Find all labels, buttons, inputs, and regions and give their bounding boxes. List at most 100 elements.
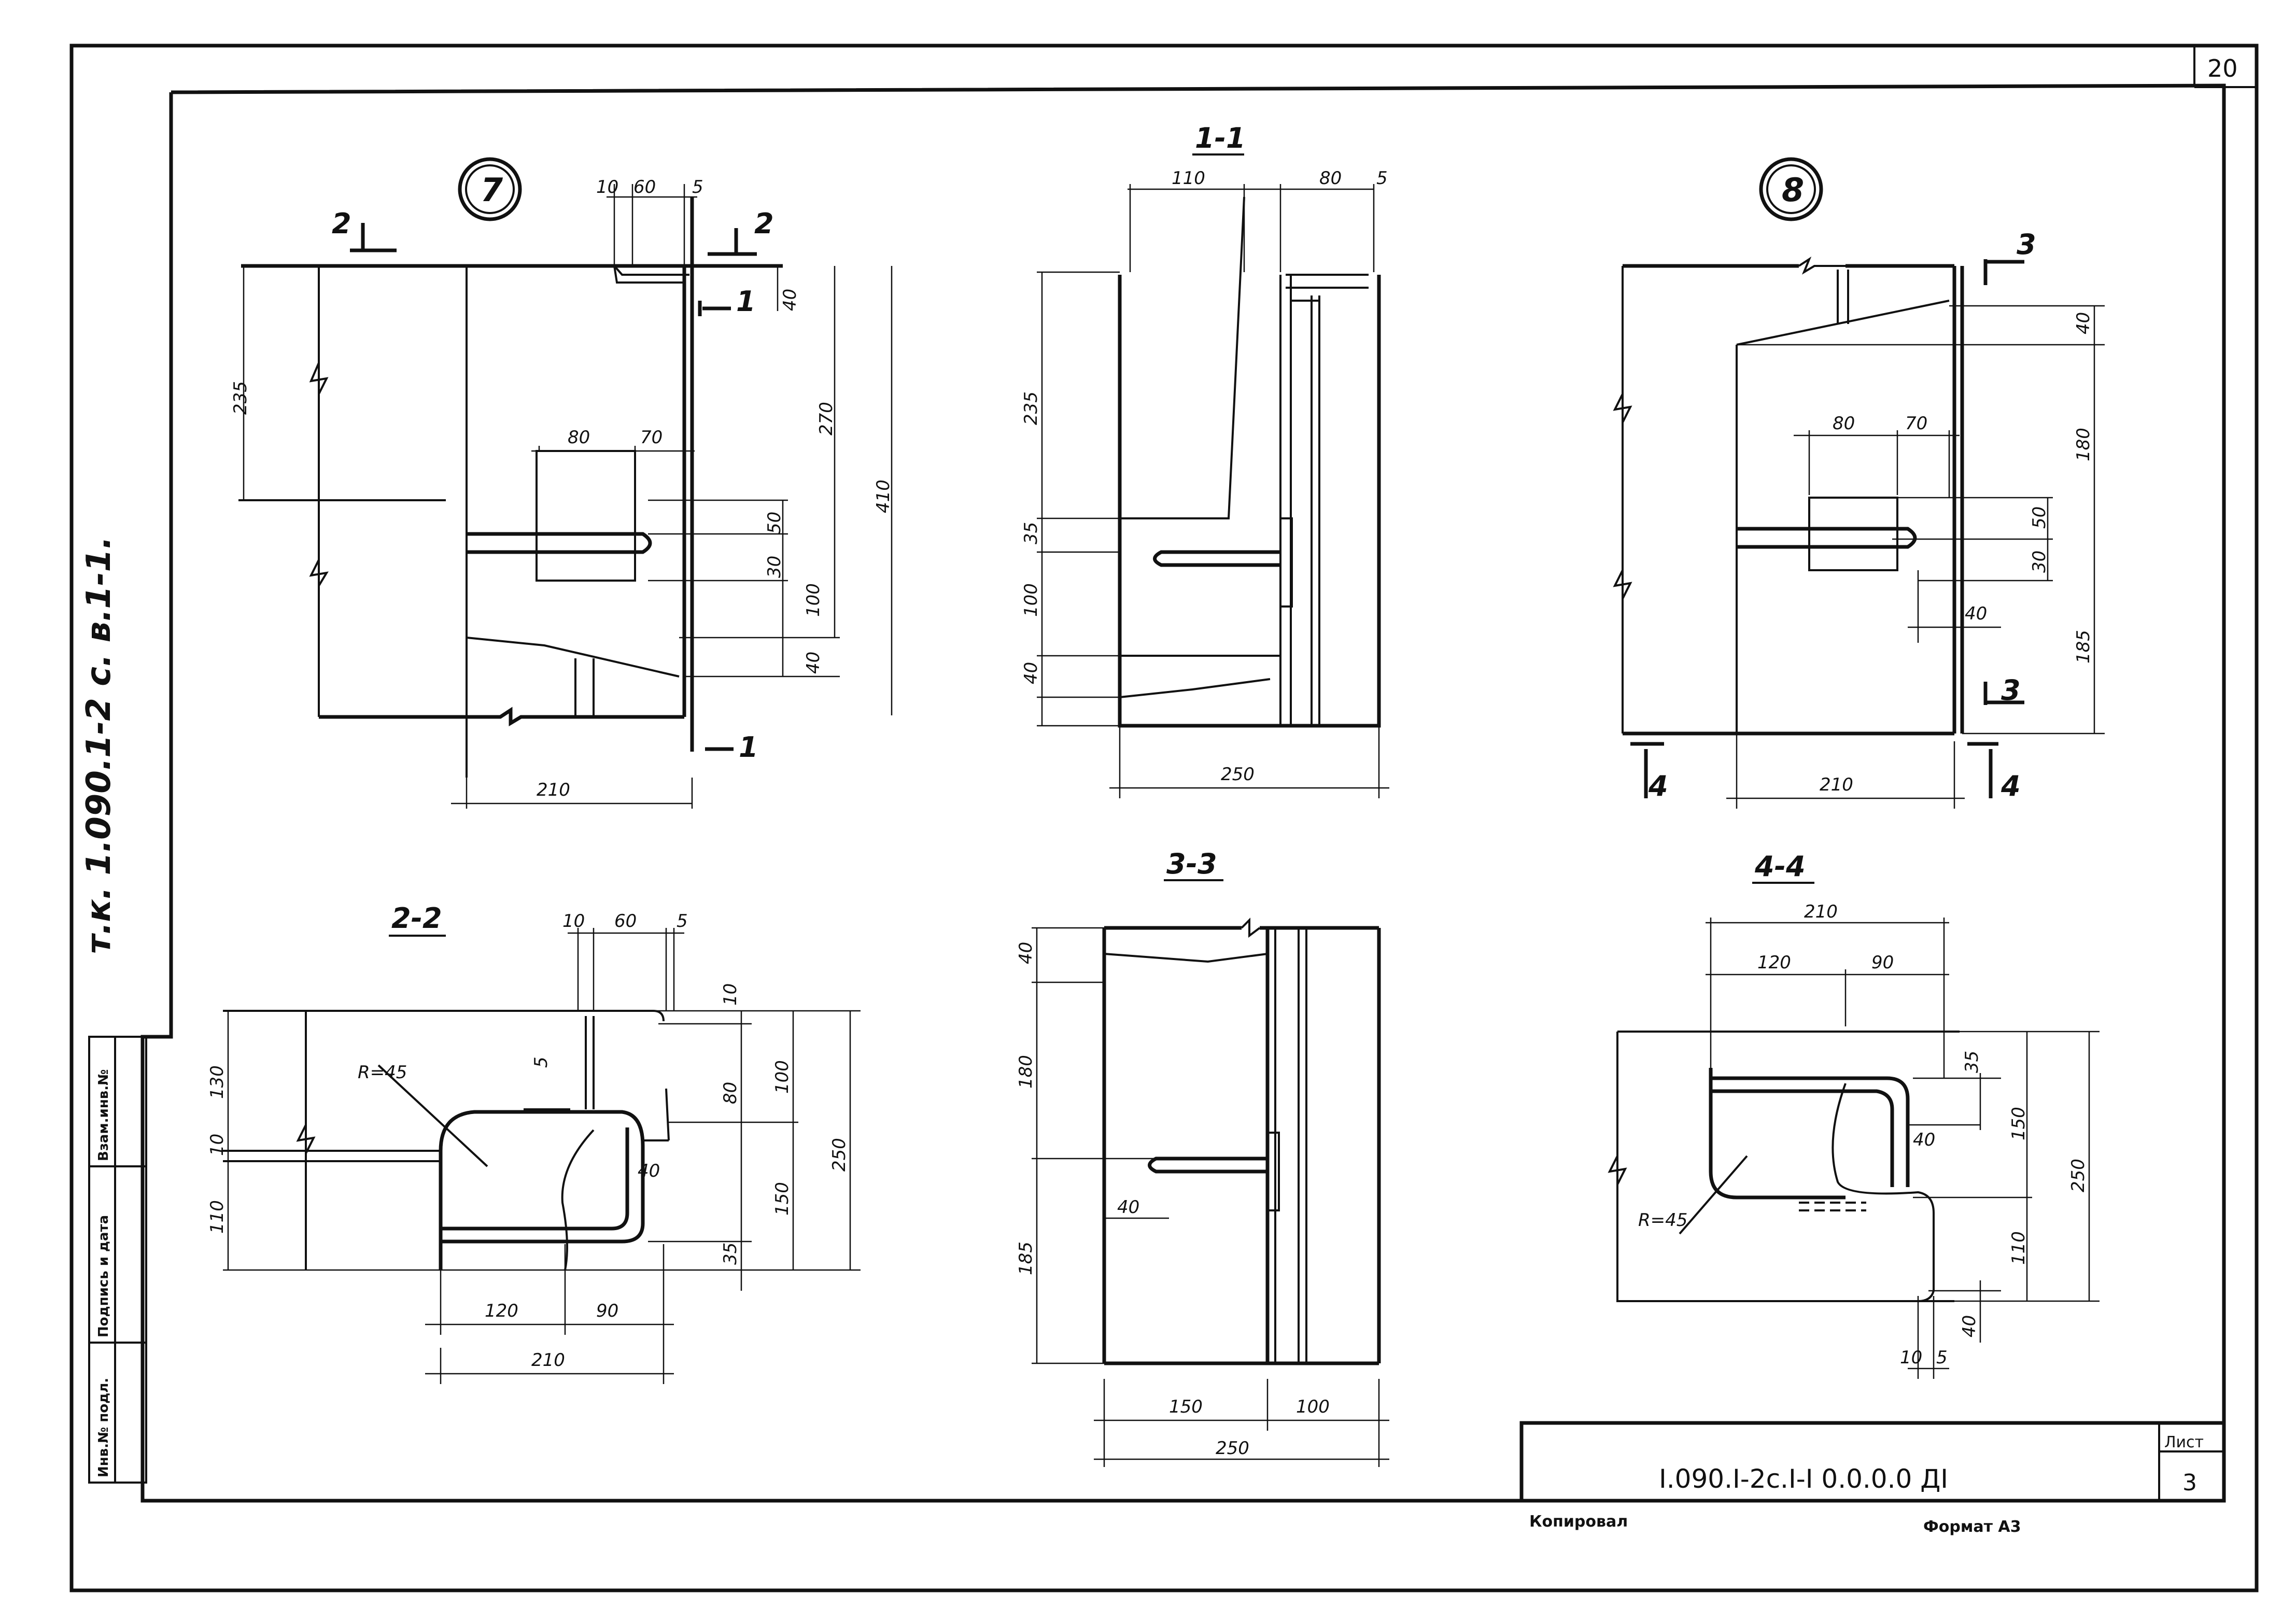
section-4-4-title: 4-4 bbox=[1754, 850, 1806, 883]
n8-dim-180: 180 bbox=[2073, 428, 2094, 461]
s11-dim-80: 80 bbox=[1319, 168, 1342, 189]
s22-dim-35: 35 bbox=[720, 1243, 741, 1265]
n7-dim-70: 70 bbox=[640, 427, 663, 448]
s22-dim-110: 110 bbox=[207, 1200, 228, 1234]
section-3-3-view: 3-3 40 180 40 185 150 100 250 bbox=[1016, 848, 1389, 1467]
s44-dim-40b: 40 bbox=[1959, 1315, 1980, 1337]
s22-dim-5: 5 bbox=[677, 911, 688, 932]
s33-dim-185: 185 bbox=[1016, 1242, 1036, 1275]
section-2-2-title: 2-2 bbox=[391, 902, 442, 935]
cut-4-right: 4 bbox=[2001, 770, 2021, 802]
s33-dim-250: 250 bbox=[1216, 1438, 1249, 1459]
n7-dim-30: 30 bbox=[764, 556, 785, 578]
document-code: I.090.I-2с.I-I 0.0.0.0 ДI bbox=[1659, 1464, 1948, 1494]
s44-dim-250: 250 bbox=[2068, 1159, 2089, 1192]
copied-label: Копировал bbox=[1529, 1513, 1628, 1531]
s11-dim-250: 250 bbox=[1221, 764, 1255, 785]
n7-dim-410: 410 bbox=[873, 479, 894, 513]
n8-dim-40: 40 bbox=[2073, 312, 2094, 334]
s44-dim-90: 90 bbox=[1871, 952, 1894, 973]
n7-dim-80: 80 bbox=[568, 427, 590, 448]
s11-dim-40: 40 bbox=[1021, 662, 1041, 684]
title-block: I.090.I-2с.I-I 0.0.0.0 ДI Лист 3 Копиров… bbox=[1519, 1421, 2226, 1536]
n7-dim-10: 10 bbox=[596, 177, 618, 198]
s44-dim-40: 40 bbox=[1913, 1130, 1935, 1150]
cut-1-bottom: 1 bbox=[739, 731, 758, 764]
s22-dim-40: 40 bbox=[638, 1161, 660, 1181]
node-8-number: 8 bbox=[1782, 171, 1804, 209]
cut-3-bottom: 3 bbox=[2001, 674, 2021, 707]
s11-dim-5: 5 bbox=[1376, 168, 1388, 189]
cut-1-top: 1 bbox=[736, 285, 756, 318]
n8-dim-30: 30 bbox=[2029, 551, 2050, 573]
s33-dim-150: 150 bbox=[1169, 1397, 1203, 1417]
cut-4-left: 4 bbox=[1648, 770, 1668, 802]
sheet-frame: 20 bbox=[69, 44, 2259, 1592]
s44-dim-35: 35 bbox=[1962, 1051, 1982, 1073]
s11-dim-35: 35 bbox=[1021, 522, 1041, 544]
node-7-view: 7 2 2 1 1 10 60 5 40 235 270 410 80 bbox=[230, 157, 894, 809]
section-1-1-view: 1-1 110 80 5 235 35 100 40 250 bbox=[1021, 122, 1389, 798]
s22-dim-10: 10 bbox=[562, 911, 585, 932]
s22-dim-120: 120 bbox=[485, 1301, 518, 1321]
page-number: 20 bbox=[2207, 54, 2238, 82]
s22-dim-210: 210 bbox=[531, 1350, 565, 1371]
n7-dim-5: 5 bbox=[692, 177, 703, 198]
s33-dim-40b: 40 bbox=[1117, 1197, 1139, 1218]
n7-dim-40b: 40 bbox=[803, 652, 824, 674]
s44-dim-5: 5 bbox=[1936, 1347, 1948, 1368]
cut-2-left: 2 bbox=[332, 207, 351, 240]
n8-dim-40b: 40 bbox=[1965, 603, 1987, 624]
s22-dim-150: 150 bbox=[772, 1182, 793, 1216]
cut-2-right: 2 bbox=[754, 207, 774, 240]
s44-dim-150: 150 bbox=[2008, 1107, 2029, 1140]
s33-dim-100: 100 bbox=[1296, 1397, 1330, 1417]
s22-dim-80: 80 bbox=[720, 1082, 741, 1104]
left-stamp: Инв.№ подл. Подпись и дата Взам.инв.№ bbox=[88, 1036, 147, 1484]
n8-dim-80: 80 bbox=[1833, 413, 1855, 434]
n7-dim-100: 100 bbox=[803, 583, 824, 617]
s44-radius: R=45 bbox=[1638, 1210, 1687, 1231]
stamp-cell-replace: Взам.инв.№ bbox=[96, 1069, 111, 1161]
n7-dim-60: 60 bbox=[633, 177, 656, 198]
s22-dim-130: 130 bbox=[207, 1065, 228, 1099]
s44-dim-120: 120 bbox=[1757, 952, 1791, 973]
stamp-cell-inv: Инв.№ подл. bbox=[96, 1378, 111, 1477]
n8-dim-185: 185 bbox=[2073, 630, 2094, 664]
side-label: т.к. 1.090.1-2 с. в.1-1. bbox=[80, 537, 118, 954]
s44-dim-10: 10 bbox=[1900, 1347, 1922, 1368]
s22-radius: R=45 bbox=[358, 1062, 407, 1083]
cut-3-top: 3 bbox=[2017, 228, 2036, 261]
n8-dim-70: 70 bbox=[1905, 413, 1927, 434]
n8-dim-50: 50 bbox=[2029, 506, 2050, 529]
s44-dim-110: 110 bbox=[2008, 1231, 2029, 1265]
s22-dim-10c: 10 bbox=[720, 983, 741, 1006]
s22-dim-60: 60 bbox=[614, 911, 637, 932]
s22-dim-10b: 10 bbox=[207, 1134, 228, 1156]
stamp-cell-sign: Подпись и дата bbox=[96, 1215, 111, 1337]
n7-dim-50: 50 bbox=[764, 512, 785, 534]
s11-dim-100: 100 bbox=[1021, 583, 1041, 617]
node-8-view: 8 3 3 4 4 40 180 80 70 50 30 40 185 210 bbox=[1613, 157, 2105, 809]
s22-dim-5b: 5 bbox=[531, 1056, 552, 1068]
s44-dim-210: 210 bbox=[1804, 901, 1838, 922]
sheet-label: Лист bbox=[2164, 1433, 2204, 1451]
s11-dim-110: 110 bbox=[1172, 168, 1205, 189]
s22-dim-100: 100 bbox=[772, 1060, 793, 1094]
section-1-1-title: 1-1 bbox=[1195, 122, 1246, 154]
node-7-number: 7 bbox=[481, 171, 503, 209]
s33-dim-180: 180 bbox=[1016, 1055, 1036, 1089]
format-label: Формат А3 bbox=[1923, 1518, 2021, 1536]
s22-dim-250: 250 bbox=[829, 1138, 850, 1172]
s22-dim-90: 90 bbox=[596, 1301, 618, 1321]
s33-dim-40: 40 bbox=[1016, 942, 1036, 964]
section-2-2-view: 2-2 R=45 10 60 5 130 10 110 5 10 100 80 … bbox=[207, 902, 861, 1384]
n7-dim-210: 210 bbox=[537, 780, 570, 800]
sheet-number: 3 bbox=[2182, 1470, 2197, 1496]
section-3-3-title: 3-3 bbox=[1166, 848, 1217, 880]
n7-dim-270: 270 bbox=[816, 402, 837, 435]
n8-dim-210: 210 bbox=[1820, 774, 1853, 795]
s11-dim-235: 235 bbox=[1021, 391, 1041, 425]
section-4-4-view: 4-4 R=45 210 120 90 35 40 150 250 110 40… bbox=[1608, 850, 2100, 1379]
